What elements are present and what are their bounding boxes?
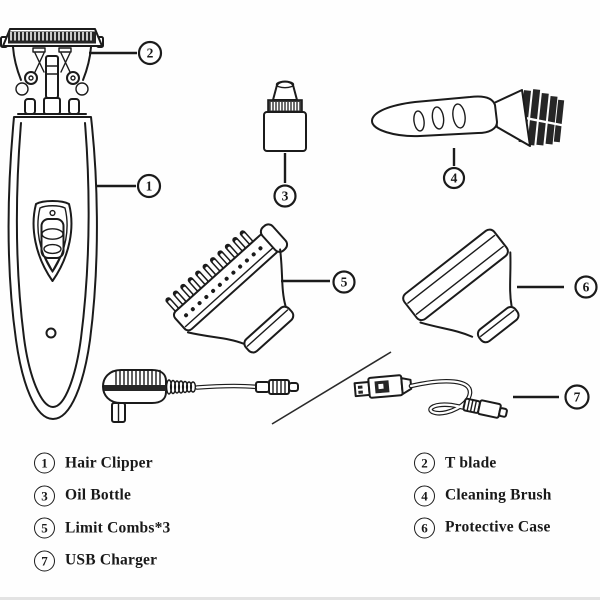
callout-6: 6 <box>517 275 598 299</box>
svg-text:5: 5 <box>341 275 348 290</box>
usb-cable-drawing <box>353 374 508 419</box>
legend-item-hair-clipper: 1 Hair Clipper <box>34 452 153 474</box>
indicator-dot <box>45 327 57 339</box>
circled-number-4: 4 <box>414 485 435 506</box>
t-blade-drawing <box>0 28 104 48</box>
callout-4: 4 <box>442 148 466 190</box>
circled-number-5: 5 <box>34 517 55 539</box>
brush-handle <box>371 95 498 138</box>
usb-micro-plug <box>462 397 508 419</box>
circled-number-3: 3 <box>34 485 55 506</box>
legend-item-limit-combs: 5 Limit Combs*3 <box>34 517 171 539</box>
circled-number-7: 7 <box>34 550 55 571</box>
legend-label-cleaning-brush: Cleaning Brush <box>445 486 552 504</box>
callout-2: 2 <box>89 40 163 66</box>
legend-label-hair-clipper: Hair Clipper <box>65 454 153 471</box>
legend-item-protective-case: 6 Protective Case <box>414 517 551 538</box>
adapter-plug-connector <box>255 379 299 395</box>
circled-number-2: 2 <box>414 452 435 474</box>
power-adapter-drawing <box>102 369 299 423</box>
legend-item-oil-bottle: 3 Oil Bottle <box>34 485 131 506</box>
clipper-head-mechanism <box>12 46 92 115</box>
legend-label-oil-bottle: Oil Bottle <box>65 486 132 504</box>
svg-text:1: 1 <box>146 179 153 194</box>
svg-text:2: 2 <box>147 46 154 61</box>
power-switch-drawing <box>32 200 73 282</box>
callout-3: 3 <box>273 153 297 208</box>
usb-a-plug <box>353 374 413 399</box>
circled-number-6: 6 <box>414 517 435 538</box>
separator-line <box>271 351 392 425</box>
adapter-coil <box>165 379 197 395</box>
protective-case-drawing <box>402 228 520 344</box>
cleaning-brush-drawing <box>371 89 565 147</box>
limit-comb-drawing <box>165 223 295 354</box>
oil-bottle-drawing <box>263 80 307 152</box>
bottom-edge-shade <box>0 597 600 600</box>
legend-item-usb-charger: 7 USB Charger <box>34 550 157 571</box>
hair-clipper-drawing <box>0 28 104 420</box>
callout-5: 5 <box>281 270 356 294</box>
legend-item-cleaning-brush: 4 Cleaning Brush <box>414 485 552 506</box>
callout-1: 1 <box>96 173 162 199</box>
legend-item-t-blade: 2 T blade <box>414 452 497 474</box>
svg-text:6: 6 <box>583 280 590 295</box>
legend-label-limit-combs: Limit Combs*3 <box>65 519 171 536</box>
svg-text:3: 3 <box>282 189 289 204</box>
svg-text:7: 7 <box>574 390 581 405</box>
legend-label-t-blade: T blade <box>445 454 497 471</box>
svg-text:4: 4 <box>451 171 458 186</box>
legend-label-usb-charger: USB Charger <box>65 551 158 569</box>
clipper-body-drawing <box>7 116 98 420</box>
callout-7: 7 <box>513 384 590 410</box>
circled-number-1: 1 <box>34 452 55 474</box>
legend-label-protective-case: Protective Case <box>445 518 551 536</box>
